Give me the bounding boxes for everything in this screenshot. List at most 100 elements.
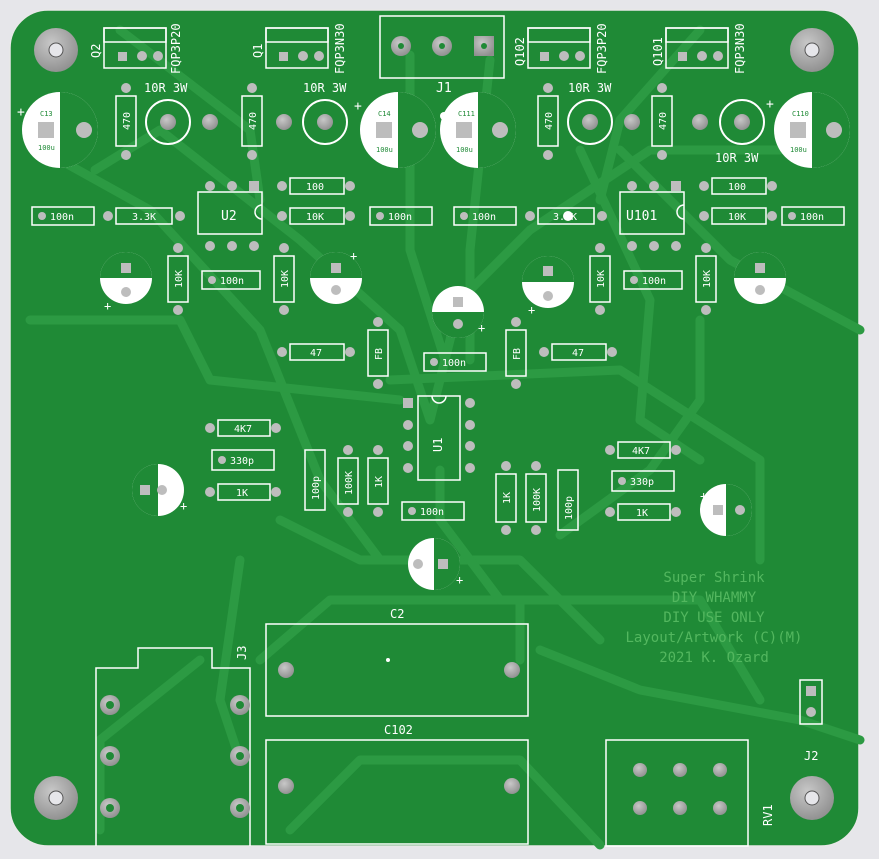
cap-small-left: + — [132, 464, 187, 516]
c330b-label: 330p — [630, 477, 654, 488]
c100n1-label: 100n — [50, 212, 74, 223]
resistor-1k-v1: 1K — [367, 445, 389, 517]
q2-part-label: FQP3P20 — [169, 23, 183, 74]
resistor-10k-v1: 10K — [167, 243, 189, 315]
csb-plus: + — [456, 573, 463, 587]
c2-label: C2 — [390, 607, 404, 621]
transistor-q1: Q1 FQP3N30 — [251, 23, 347, 74]
board-note: Super Shrink DIY WHAMMY DIY USE ONLY Lay… — [625, 570, 802, 666]
c100n2-label: 100n — [388, 212, 412, 223]
ferrite-bead-1: FB — [367, 317, 389, 389]
cap-330p-a: 330p — [211, 449, 275, 471]
note-line-2: DIY WHAMMY — [672, 590, 757, 606]
q1-part-label: FQP3N30 — [333, 23, 347, 74]
cap-100n-2: 100n — [369, 206, 433, 226]
c111-label: C111 — [458, 110, 475, 118]
c100nu1-label: 100n — [420, 507, 444, 518]
c100n4-label: 100n — [800, 212, 824, 223]
r4k7a-label: 4K7 — [234, 424, 252, 435]
cs3-plus: + — [528, 303, 535, 317]
csl-plus: + — [180, 499, 187, 513]
cap-100n-center: 100n — [423, 352, 487, 372]
c100p1-label: 100p — [311, 476, 322, 500]
cap-100n-1: 100n — [31, 206, 95, 226]
cap-small-right: + — [700, 484, 752, 536]
cap-c110: + C110 100u — [766, 92, 850, 168]
c14-value: 100u — [376, 146, 393, 154]
cap-c2: C2 — [265, 607, 529, 717]
c110-label: C110 — [792, 110, 809, 118]
connector-j2: J2 — [799, 679, 823, 763]
cap-c111: C111 100u — [440, 92, 516, 168]
c330a-label: 330p — [230, 456, 254, 467]
cap-small-4 — [734, 252, 786, 304]
r10ka-label: 10K — [306, 212, 324, 223]
cap-small-bottom: + — [408, 538, 463, 590]
resistor-470-c: 470 — [537, 83, 559, 160]
resistor-470-a: 470 — [115, 83, 137, 160]
power-resistor-right1: 10R 3W — [567, 81, 640, 145]
resistor-3k3-a: 3.3K — [103, 207, 185, 225]
fb1-label: FB — [374, 348, 385, 360]
resistor-470-b: 470 — [241, 83, 263, 160]
ic-u1: U1 — [403, 395, 475, 481]
r100k1-label: 100K — [344, 471, 355, 495]
resistor-47-b: 47 — [539, 343, 617, 361]
r100a-label: 100 — [306, 182, 324, 193]
r10kv3-label: 10K — [596, 270, 607, 288]
cap-c102: C102 — [265, 723, 529, 845]
power-resistor-right2: 10R 3W — [692, 99, 765, 165]
r100b-label: 100 — [728, 182, 746, 193]
cap-100p-a: 100p — [304, 449, 326, 511]
pwr-right2-label: 10R 3W — [715, 151, 759, 165]
q102-label: Q102 — [513, 37, 527, 66]
r10kv1-label: 10K — [174, 270, 185, 288]
r470c-label: 470 — [544, 112, 555, 130]
c100nc-label: 100n — [442, 358, 466, 369]
r4k7b-label: 4K7 — [632, 446, 650, 457]
c100nm1-label: 100n — [220, 276, 244, 287]
cap-100p-b: 100p — [557, 469, 579, 531]
transistor-q2: Q2 FQP3P20 — [89, 23, 183, 74]
c111-value: 100u — [456, 146, 473, 154]
resistor-100k-b: 100K — [525, 461, 547, 535]
r470d-label: 470 — [658, 112, 669, 130]
resistor-10k-v2: 10K — [273, 243, 295, 315]
fb2-label: FB — [512, 348, 523, 360]
q2-label: Q2 — [89, 44, 103, 58]
pwr-mid-label: 10R 3W — [303, 81, 347, 95]
ic-u101: U101 — [619, 181, 685, 251]
cs2-plus: + — [350, 249, 357, 263]
c13-plus: + — [17, 105, 25, 120]
resistor-100k-a: 100K — [337, 445, 359, 517]
r33k2-label: 3.3K — [553, 212, 577, 223]
r1kb-label: 1K — [636, 508, 648, 519]
r47a-label: 47 — [310, 348, 322, 359]
c110-plus: + — [766, 97, 774, 112]
resistor-1k-b: 1K — [605, 503, 681, 521]
connector-j3: J3 — [95, 646, 251, 846]
c14-label: C14 — [378, 110, 391, 118]
r100k2-label: 100K — [532, 488, 543, 512]
r470a-label: 470 — [122, 112, 133, 130]
cap-100n-mid2: 100n — [623, 270, 683, 290]
q102-part-label: FQP3P20 — [595, 23, 609, 74]
resistor-3k3-b: 3.3K — [525, 207, 607, 225]
r1kv2-label: 1K — [502, 492, 513, 504]
board-outline — [9, 9, 860, 847]
u2-label: U2 — [221, 209, 237, 224]
cap-c13: + C13 100u — [17, 92, 98, 168]
resistor-1k-v2: 1K — [495, 461, 517, 535]
cap-100n-mid1: 100n — [201, 270, 261, 290]
u1-label: U1 — [431, 438, 445, 452]
resistor-4k7-b: 4K7 — [605, 441, 681, 459]
mounting-holes — [34, 28, 834, 820]
resistor-4k7-a: 4K7 — [205, 419, 281, 437]
c102-label: C102 — [384, 723, 413, 737]
cap-c14: + C14 100u — [354, 92, 436, 168]
csr-plus: + — [700, 489, 707, 503]
c100p2-label: 100p — [564, 496, 575, 520]
note-line-3: DIY USE ONLY — [663, 610, 765, 626]
cap-small-1: + — [100, 252, 152, 313]
